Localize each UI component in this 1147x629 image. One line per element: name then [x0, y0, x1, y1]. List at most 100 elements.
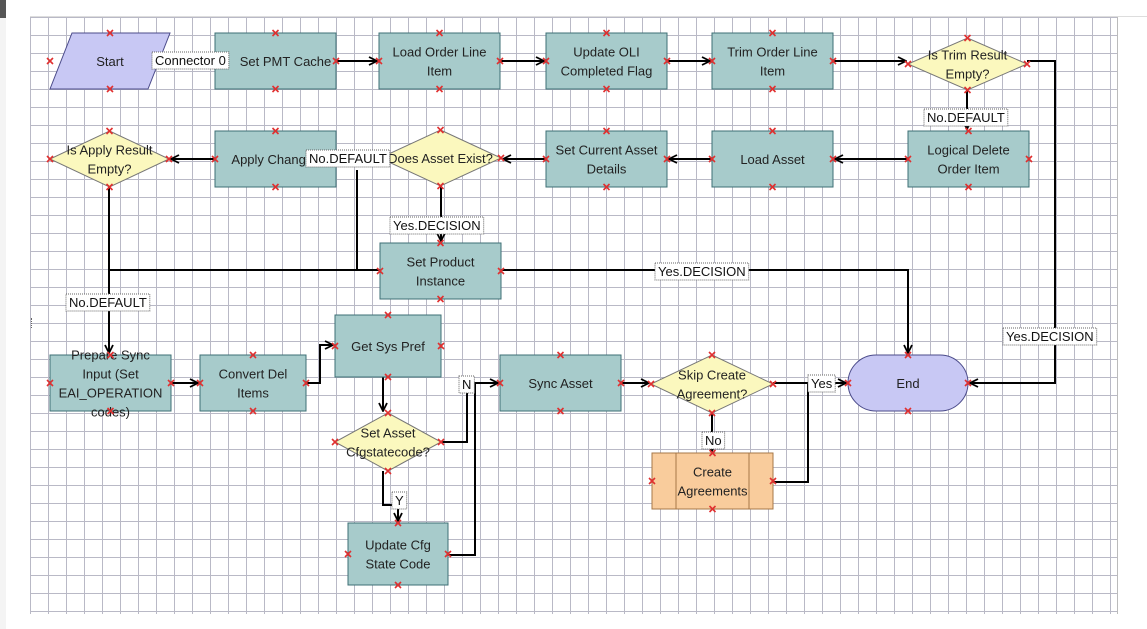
connection-handle-icon[interactable] — [602, 183, 611, 191]
connection-handle-icon[interactable] — [384, 373, 392, 381]
connection-handle-icon[interactable] — [437, 438, 445, 446]
connection-handle-icon[interactable] — [542, 57, 550, 65]
connection-handle-icon[interactable] — [602, 127, 611, 135]
connection-handle-icon[interactable] — [167, 379, 175, 387]
connector-line[interactable] — [441, 383, 498, 443]
connection-handle-icon[interactable] — [768, 183, 777, 191]
diagram-canvas-grid[interactable] — [30, 17, 1118, 614]
connection-handle-icon[interactable] — [435, 29, 444, 37]
connection-handle-icon[interactable] — [647, 380, 655, 388]
connection-handle-icon[interactable] — [332, 57, 340, 65]
edge-label-no-default-asset[interactable]: No.DEFAULT — [305, 149, 391, 168]
connection-handle-icon[interactable] — [496, 379, 504, 387]
connector-line[interactable] — [970, 60, 1056, 383]
connection-handle-icon[interactable] — [964, 379, 972, 387]
connection-handle-icon[interactable] — [844, 379, 852, 387]
connection-handle-icon[interactable] — [617, 379, 625, 387]
node-load-asset[interactable]: Load Asset — [708, 127, 837, 191]
connection-handle-icon[interactable] — [331, 342, 339, 350]
connection-handle-icon[interactable] — [768, 29, 777, 37]
connection-handle-icon[interactable] — [46, 155, 54, 163]
edge-label-yes-label[interactable]: Yes — [807, 374, 836, 393]
edge-label-n-label[interactable]: N — [458, 375, 475, 394]
node-sync-asset[interactable]: Sync Asset — [496, 351, 625, 415]
connection-handle-icon[interactable] — [769, 477, 777, 485]
edge-label-yes-decision-asset[interactable]: Yes.DECISION — [389, 216, 485, 235]
connection-handle-icon[interactable] — [708, 155, 716, 163]
node-start[interactable]: Start — [46, 29, 174, 93]
node-set-pmt-cache[interactable]: Set PMT Cache — [211, 29, 340, 93]
connection-handle-icon[interactable] — [46, 57, 54, 65]
connection-handle-icon[interactable] — [106, 85, 114, 93]
connection-handle-icon[interactable] — [963, 86, 972, 94]
connection-handle-icon[interactable] — [384, 467, 392, 475]
connection-handle-icon[interactable] — [376, 267, 384, 275]
connection-handle-icon[interactable] — [769, 380, 777, 388]
connection-handle-icon[interactable] — [46, 379, 54, 387]
connection-handle-icon[interactable] — [904, 351, 912, 359]
edge-label-no-label[interactable]: No — [701, 431, 726, 450]
connection-handle-icon[interactable] — [964, 183, 973, 191]
connection-handle-icon[interactable] — [964, 127, 973, 135]
connection-handle-icon[interactable] — [106, 29, 114, 37]
edge-label-y-label[interactable]: Y — [391, 491, 408, 510]
connection-handle-icon[interactable] — [384, 409, 392, 417]
node-get-sys-pref[interactable]: Get Sys Pref — [331, 311, 445, 381]
connection-handle-icon[interactable] — [249, 351, 257, 359]
connection-handle-icon[interactable] — [708, 57, 716, 65]
connection-handle-icon[interactable] — [196, 379, 204, 387]
edge-label-connector0[interactable]: Connector 0 — [151, 51, 230, 70]
node-end[interactable]: End — [844, 351, 972, 415]
connector-line[interactable] — [773, 383, 809, 483]
connection-handle-icon[interactable] — [435, 85, 444, 93]
connection-handle-icon[interactable] — [963, 34, 972, 42]
connection-handle-icon[interactable] — [249, 407, 257, 415]
splitter-grip[interactable] — [31, 318, 35, 328]
connection-handle-icon[interactable] — [497, 267, 505, 275]
connection-handle-icon[interactable] — [105, 127, 114, 135]
connector-line[interactable] — [501, 269, 908, 353]
connection-handle-icon[interactable] — [542, 155, 550, 163]
connection-handle-icon[interactable] — [829, 57, 837, 65]
connection-handle-icon[interactable] — [648, 477, 656, 485]
connection-handle-icon[interactable] — [106, 407, 115, 415]
connector-line[interactable] — [448, 383, 476, 556]
connection-handle-icon[interactable] — [1025, 155, 1033, 163]
connector-line[interactable] — [306, 345, 333, 384]
connection-handle-icon[interactable] — [344, 550, 352, 558]
connection-handle-icon[interactable] — [497, 154, 505, 162]
rail-handle[interactable] — [0, 0, 6, 18]
connection-handle-icon[interactable] — [105, 183, 114, 191]
connection-handle-icon[interactable] — [904, 60, 912, 68]
connection-handle-icon[interactable] — [106, 351, 115, 359]
connection-handle-icon[interactable] — [165, 155, 173, 163]
connection-handle-icon[interactable] — [211, 155, 219, 163]
connection-handle-icon[interactable] — [436, 182, 445, 190]
connection-handle-icon[interactable] — [436, 126, 445, 134]
connection-handle-icon[interactable] — [384, 311, 392, 319]
connection-handle-icon[interactable] — [904, 155, 912, 163]
edge-label-yes-decision-trim[interactable]: Yes.DECISION — [1002, 327, 1098, 346]
connection-handle-icon[interactable] — [708, 351, 716, 359]
connection-handle-icon[interactable] — [768, 85, 777, 93]
connection-handle-icon[interactable] — [602, 29, 611, 37]
connection-handle-icon[interactable] — [436, 239, 445, 247]
connection-handle-icon[interactable] — [375, 57, 383, 65]
edge-label-yes-decision-apply[interactable]: Yes.DECISION — [654, 262, 750, 281]
connection-handle-icon[interactable] — [708, 505, 717, 513]
connection-handle-icon[interactable] — [556, 351, 565, 359]
connection-handle-icon[interactable] — [1023, 60, 1031, 68]
connection-handle-icon[interactable] — [556, 407, 565, 415]
